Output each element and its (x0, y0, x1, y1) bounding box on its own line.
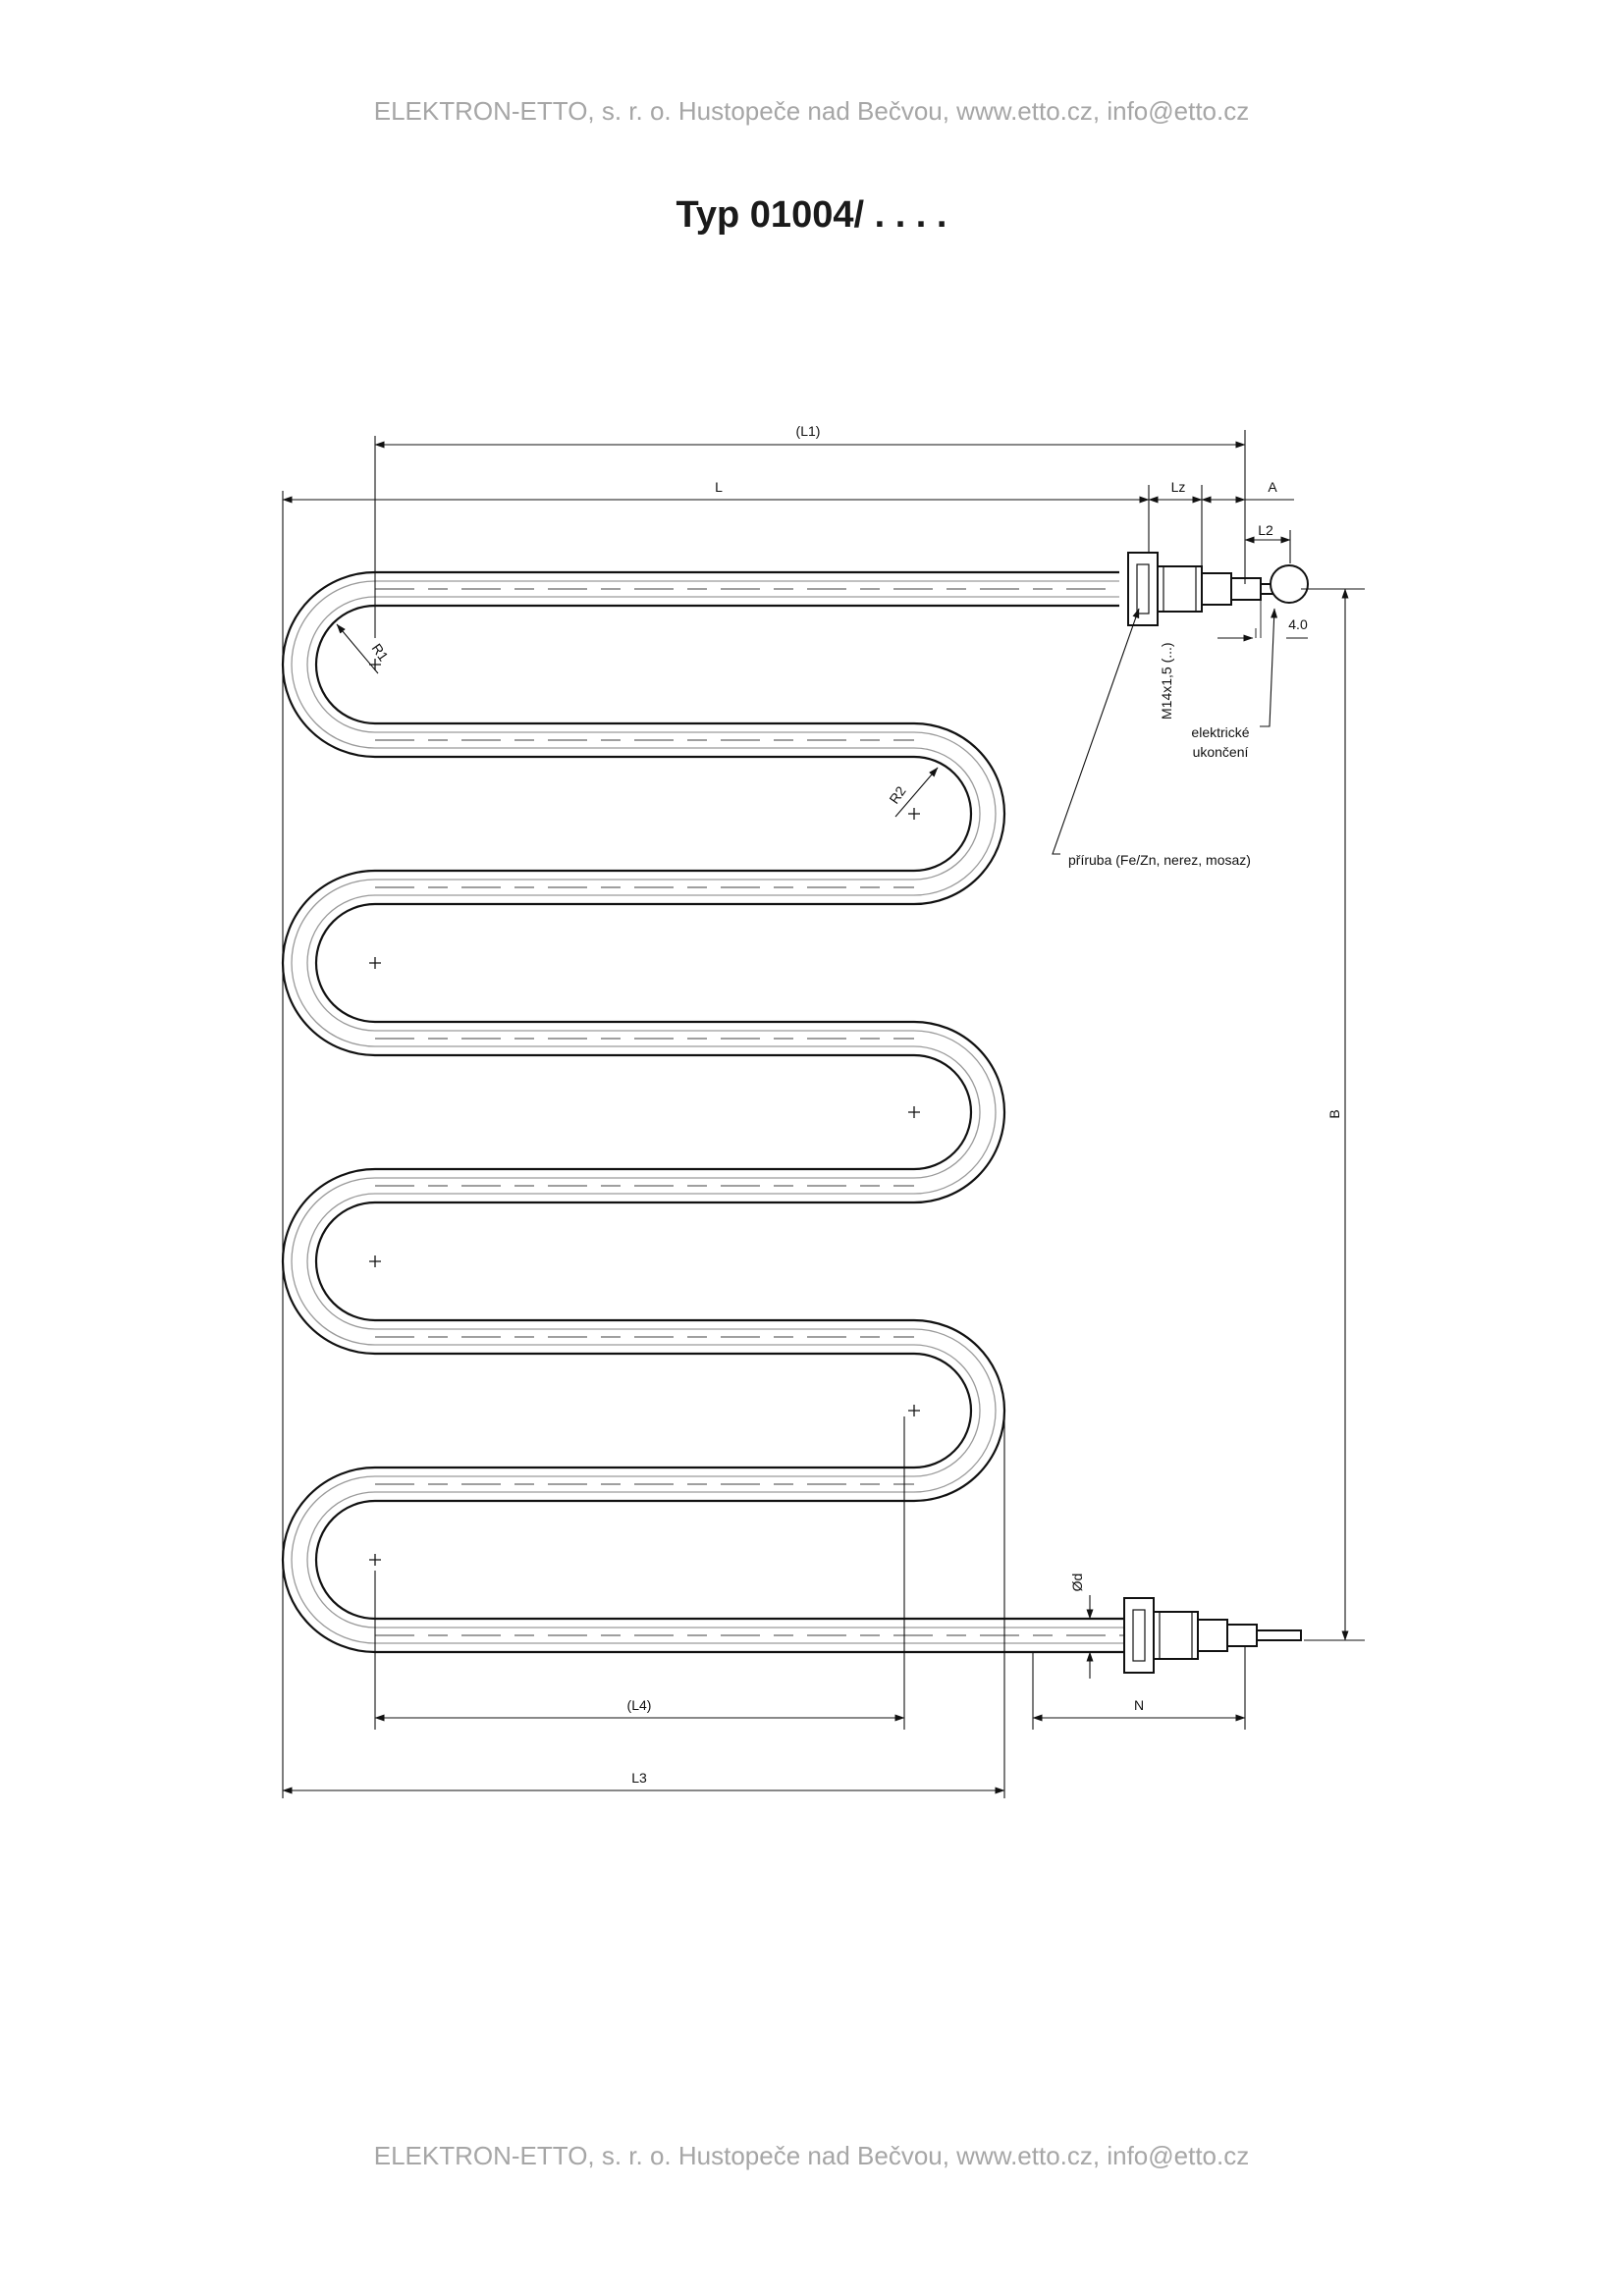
dim-L4-label: (L4) (627, 1697, 652, 1713)
dim-R2-label: R2 (886, 783, 908, 807)
dim-B-label: B (1326, 1109, 1342, 1118)
bottom-terminal (1123, 1597, 1302, 1674)
flange-label: příruba (Fe/Zn, nerez, mosaz) (1068, 852, 1251, 868)
dim-Lz-label: Lz (1171, 479, 1186, 495)
dim-R1-label: R1 (369, 641, 392, 665)
dim-L-label: L (715, 479, 723, 495)
company-header: ELEKTRON-ETTO, s. r. o. Hustopeče nad Be… (373, 96, 1250, 126)
tube-centerlines (375, 588, 1124, 1636)
dim-d-label: Ød (1069, 1574, 1085, 1592)
top-terminal (1127, 552, 1309, 626)
page-title: Typ 01004/ . . . . (676, 194, 947, 236)
dim-L2-label: L2 (1258, 522, 1273, 538)
dim-N-label: N (1134, 1697, 1144, 1713)
thread-label: M14x1,5 (...) (1159, 642, 1174, 720)
callout-leaders (1052, 608, 1278, 855)
dim-L1-label: (L1) (796, 423, 821, 439)
tube-outline (281, 570, 1124, 1654)
tube-sheath-lines (291, 580, 1124, 1644)
extension-lines (282, 430, 1365, 1798)
electric-end-label-line1: elektrické (1191, 724, 1249, 740)
bend-center-marks (369, 659, 920, 1566)
dim-terminal-diameter-label: 4.0 (1288, 616, 1308, 632)
dim-A-label: A (1268, 479, 1277, 495)
electric-end-label-line2: ukončení (1193, 744, 1249, 760)
dim-L3-label: L3 (631, 1770, 647, 1786)
company-footer: ELEKTRON-ETTO, s. r. o. Hustopeče nad Be… (373, 2141, 1250, 2170)
dimension-lines (282, 441, 1349, 1794)
